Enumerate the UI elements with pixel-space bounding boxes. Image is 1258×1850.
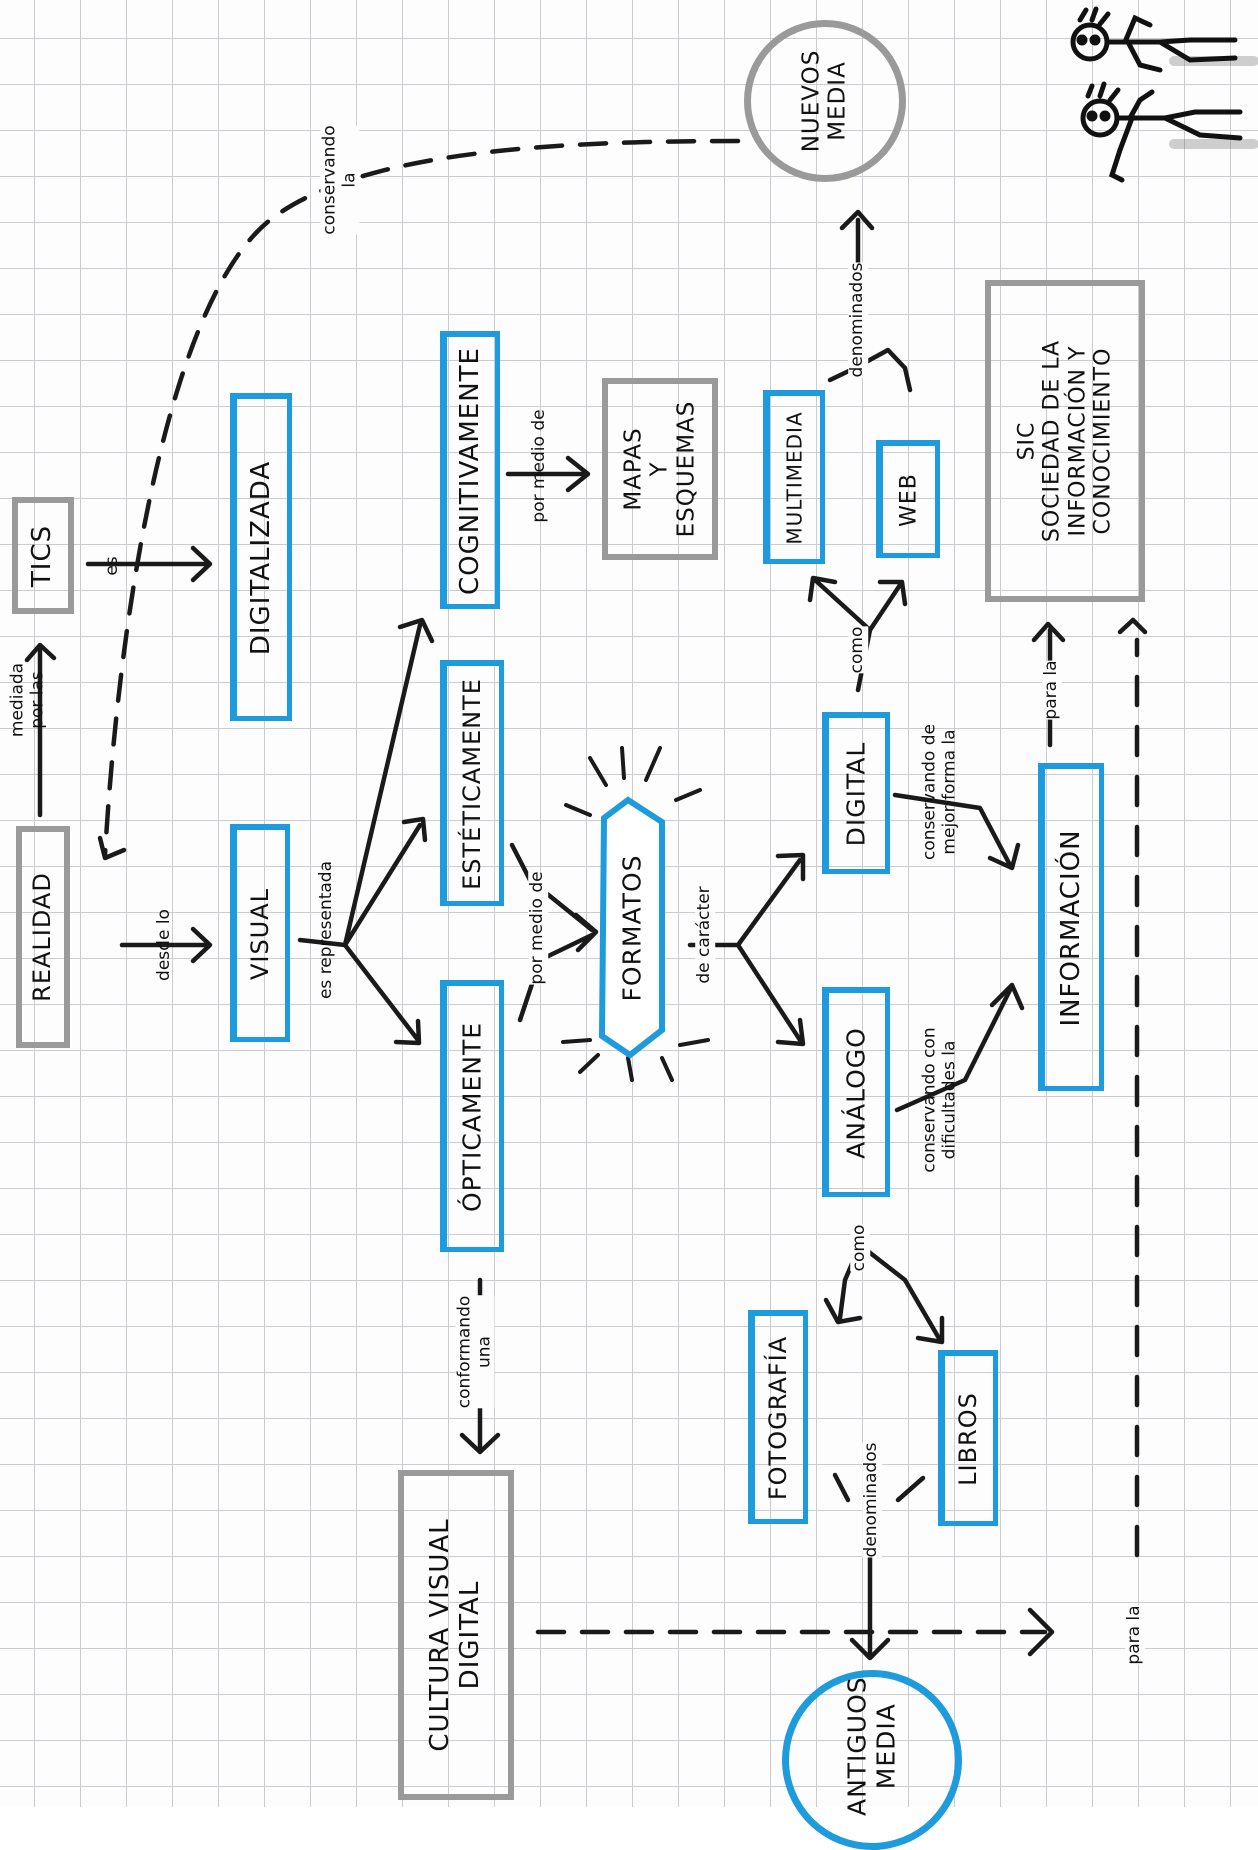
node-mapas-esquemas: MAPAS Y ESQUEMAS xyxy=(602,378,718,560)
link-label-desde: desde lo xyxy=(154,909,175,981)
node-formatos: FORMATOS xyxy=(617,854,647,1002)
arrowhead xyxy=(987,842,1021,871)
node-sic: SIC SOCIEDAD DE LA INFORMACIÓN Y CONOCIM… xyxy=(985,280,1145,602)
node-multimedia: MULTIMEDIA xyxy=(763,390,825,564)
arrowhead xyxy=(877,579,908,607)
arrowhead xyxy=(397,617,435,644)
arrowhead xyxy=(775,852,806,882)
node-esteticamente: ESTÉTICAMENTE xyxy=(440,660,504,906)
arrowhead xyxy=(459,1432,501,1455)
link-label-de-caracter: de carácter xyxy=(694,886,715,984)
arrowhead xyxy=(565,455,591,493)
link-label-denominados-1: denominados xyxy=(847,262,868,378)
link-label-conservando-dificultades: conservando con dificultades la xyxy=(919,1027,959,1173)
connector-fan-esteticamente xyxy=(342,822,423,948)
arrowhead xyxy=(989,982,1025,1011)
link-label-por-medio-1: por medio de xyxy=(529,409,550,523)
arrowhead xyxy=(823,1297,863,1325)
arrowhead xyxy=(97,835,127,861)
node-web: WEB xyxy=(876,440,940,558)
arrowhead xyxy=(775,1017,806,1047)
arrowhead xyxy=(190,926,213,964)
stick-figures-icon xyxy=(1070,6,1258,183)
link-label-como-2: como xyxy=(849,1224,870,1272)
node-nuevos-media: NUEVOS MEDIA xyxy=(744,20,906,182)
node-cultura-visual-digital: CULTURA VISUAL DIGITAL xyxy=(398,1470,514,1800)
connector-analogo-libros xyxy=(857,1242,943,1343)
node-digital: DIGITAL xyxy=(822,712,890,874)
connector-digital-web xyxy=(867,582,903,633)
link-label-conservando-la: conservando la xyxy=(319,125,360,235)
link-label-es: es xyxy=(102,556,123,576)
node-visual: VISUAL xyxy=(230,824,290,1042)
arrowhead xyxy=(1117,617,1148,635)
arrowhead xyxy=(915,1315,945,1345)
link-label-para-la-2: para la xyxy=(1124,1605,1145,1665)
connectors-layer xyxy=(24,138,1148,1661)
link-label-mediada: mediada por las xyxy=(7,662,47,738)
arrowhead xyxy=(849,1637,891,1661)
link-label-por-medio-2: por medio de xyxy=(527,871,548,985)
arrowhead xyxy=(807,575,838,603)
connector-fotografia-denominados xyxy=(832,1472,851,1503)
node-analogo: ANÁLOGO xyxy=(822,987,890,1197)
node-libros: LIBROS xyxy=(938,1350,998,1526)
connector-fan-opticamente xyxy=(342,942,421,1043)
node-fotografia: FOTOGRAFÍA xyxy=(748,1310,808,1524)
arrowhead xyxy=(24,642,57,663)
node-antiguos-media: ANTIGUOS MEDIA xyxy=(782,1670,962,1850)
node-informacion: INFORMACIÓN xyxy=(1038,763,1104,1091)
node-opticamente: ÓPTICAMENTE xyxy=(440,980,504,1252)
arrowhead xyxy=(1031,621,1066,643)
link-label-es-representada: es representada xyxy=(316,860,337,1000)
burst-lines xyxy=(561,746,710,1082)
link-label-conservando-mejor: conservando de mejor forma la xyxy=(919,724,959,860)
connector-analogo-informacion xyxy=(894,987,1013,1113)
connector-digital-informacion xyxy=(892,792,1013,868)
node-cognitivamente: COGNITIVAMENTE xyxy=(440,331,500,609)
arrowhead xyxy=(1027,1607,1055,1657)
node-formatos-shape xyxy=(598,796,665,1059)
node-digitalizada: DIGITALIZADA xyxy=(230,393,292,721)
connector-libros-denominados xyxy=(895,1475,926,1503)
arrowhead xyxy=(190,545,213,583)
arrowhead xyxy=(401,816,428,843)
dashed-connector-nuevos-to-realidad xyxy=(102,138,741,858)
connector-fan-cognitivamente xyxy=(342,622,423,948)
connector-visual-representada xyxy=(297,937,348,948)
connector-formatos-analogo xyxy=(735,942,803,1043)
link-label-conformando: conformando una xyxy=(454,1295,495,1409)
connector-multimedia-nuevos xyxy=(827,347,913,393)
node-realidad: REALIDAD xyxy=(16,826,70,1048)
link-label-para-la-1: para la xyxy=(1041,660,1062,720)
link-label-como-1: como xyxy=(847,626,868,674)
link-label-denominados-2: denominados xyxy=(861,1442,882,1558)
arrowhead xyxy=(839,209,875,231)
arrowhead xyxy=(573,912,599,953)
node-tics: TICS xyxy=(12,497,74,614)
arrowhead xyxy=(393,1018,422,1046)
